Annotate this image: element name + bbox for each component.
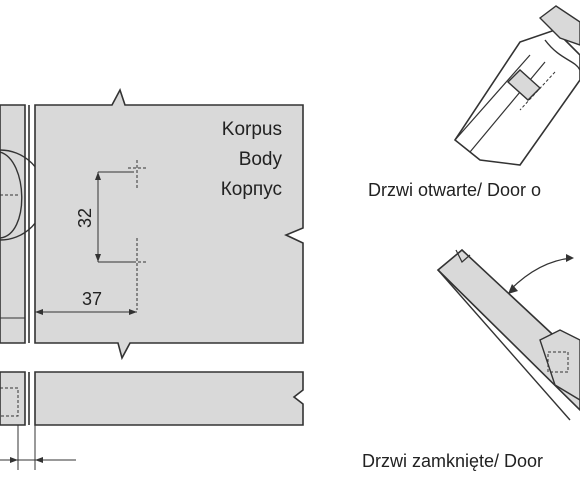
swing-arc (509, 257, 573, 291)
label-korpus-pl: Korpus (222, 119, 282, 140)
body-strip (34, 371, 304, 426)
dimension-horizontal (35, 309, 137, 315)
label-korpus-ru: Корпус (221, 179, 282, 200)
dimension-vertical-label: 32 (75, 208, 95, 228)
dimension-horizontal-label: 37 (82, 289, 102, 309)
body-panel-front-view: 32 37 Korpus Body Корпус (34, 87, 304, 361)
mounting-hole-top (128, 160, 146, 190)
section-strip (0, 371, 304, 470)
door-open-illustration (453, 5, 580, 166)
door-closed-illustration (436, 248, 580, 421)
body-panel-shape (34, 87, 304, 361)
caption-door-closed: Drzwi zamknięte/ Door (362, 451, 543, 471)
label-korpus-en: Body (239, 149, 283, 170)
door-panel-front-view (0, 104, 46, 344)
dimension-vertical (95, 171, 134, 263)
caption-door-open: Drzwi otwarte/ Door o (368, 180, 541, 200)
